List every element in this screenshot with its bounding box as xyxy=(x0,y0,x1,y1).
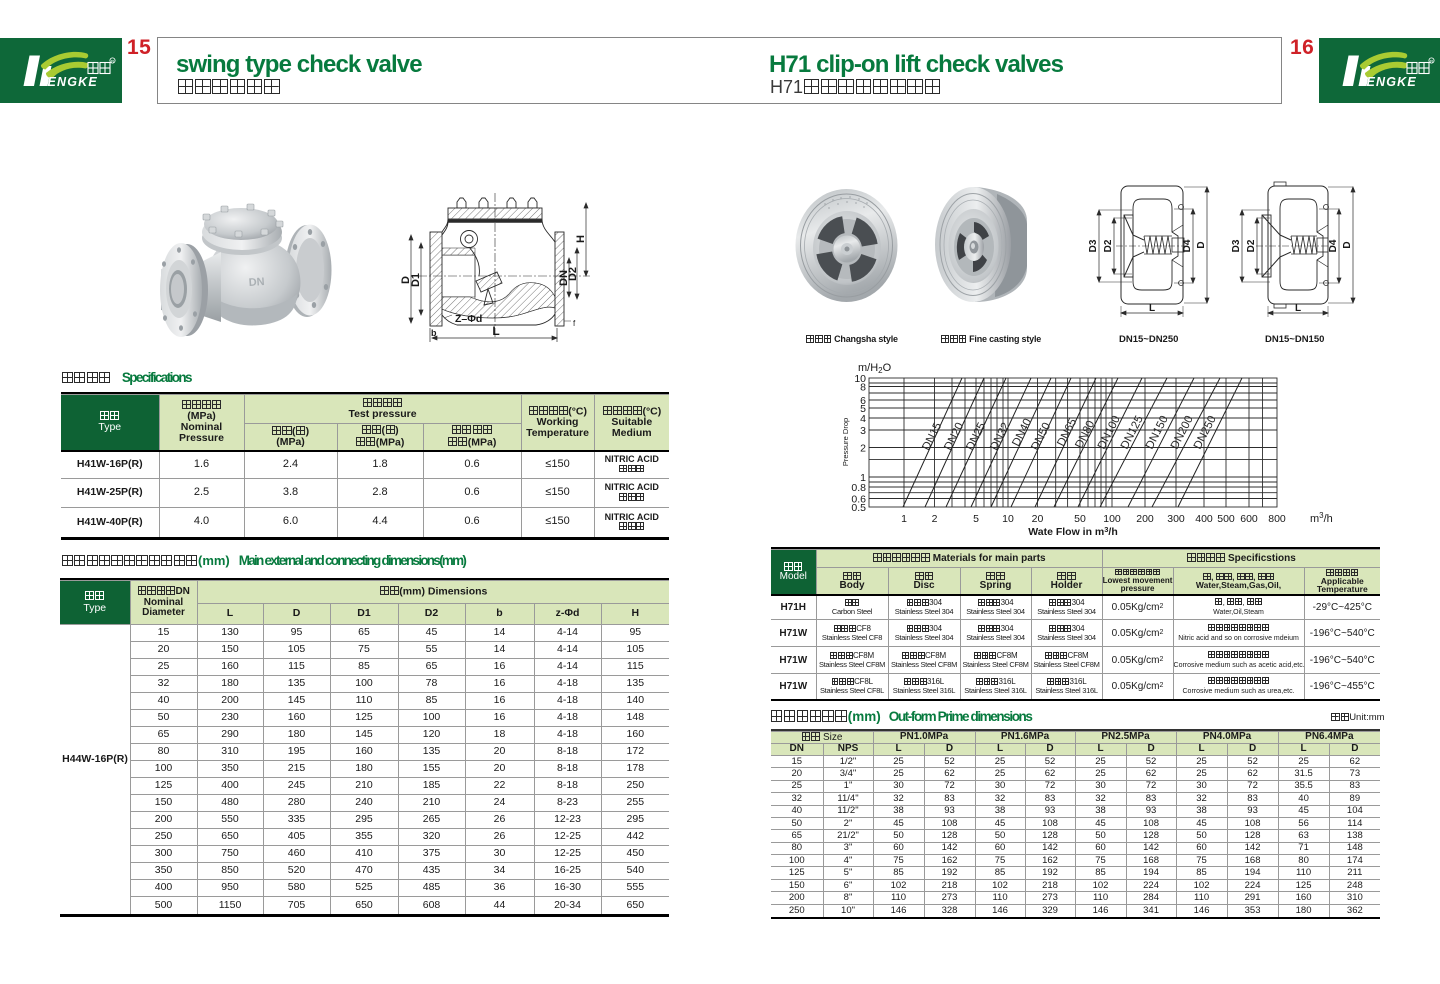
svg-text:ENGKE: ENGKE xyxy=(48,75,98,89)
svg-text:L: L xyxy=(1149,303,1155,314)
svg-text:6: 6 xyxy=(860,395,866,407)
svg-text:b: b xyxy=(431,328,437,338)
svg-text:Z–Φd: Z–Φd xyxy=(455,313,482,325)
svg-text:500: 500 xyxy=(1217,513,1235,525)
svg-text:600: 600 xyxy=(1240,513,1258,525)
svg-text:5: 5 xyxy=(860,403,866,415)
svg-text:DN150: DN150 xyxy=(1144,414,1171,451)
svg-text:DN125: DN125 xyxy=(1119,414,1146,451)
svg-text:DN: DN xyxy=(248,276,265,289)
svg-text:D3: D3 xyxy=(1088,239,1099,252)
svg-text:5: 5 xyxy=(973,513,979,525)
svg-text:0.5: 0.5 xyxy=(851,502,866,514)
svg-text:D: D xyxy=(1342,241,1353,248)
svg-text:Wate Flow in m3/h: Wate Flow in m3/h xyxy=(1028,525,1118,538)
svg-text:D4: D4 xyxy=(1182,239,1193,252)
svg-text:8: 8 xyxy=(860,382,866,394)
svg-text:DN: DN xyxy=(558,270,570,286)
svg-text:D: D xyxy=(400,276,412,284)
svg-text:400: 400 xyxy=(1195,513,1213,525)
svg-text:D: D xyxy=(1196,241,1207,248)
svg-text:D2: D2 xyxy=(567,267,579,281)
svg-text:4: 4 xyxy=(860,413,866,425)
svg-text:10: 10 xyxy=(854,373,866,385)
svg-text:50: 50 xyxy=(1074,513,1086,525)
svg-text:D1: D1 xyxy=(410,273,422,287)
svg-text:L: L xyxy=(1295,303,1301,314)
svg-text:2: 2 xyxy=(932,513,938,525)
svg-text:R: R xyxy=(1430,59,1434,64)
svg-text:800: 800 xyxy=(1268,513,1286,525)
svg-text:20: 20 xyxy=(1032,513,1044,525)
svg-text:200: 200 xyxy=(1136,513,1154,525)
svg-text:ENGKE: ENGKE xyxy=(1367,75,1417,89)
svg-text:300: 300 xyxy=(1167,513,1185,525)
svg-text:D4: D4 xyxy=(1328,239,1339,252)
svg-text:10: 10 xyxy=(1002,513,1014,525)
svg-text:m/H2O: m/H2O xyxy=(858,362,892,375)
svg-text:1: 1 xyxy=(901,513,907,525)
svg-text:0.6: 0.6 xyxy=(851,494,866,506)
svg-text:f: f xyxy=(573,319,576,328)
svg-text:3: 3 xyxy=(860,425,866,437)
svg-text:L: L xyxy=(492,324,499,338)
svg-text:2: 2 xyxy=(860,443,866,455)
svg-text:100: 100 xyxy=(1103,513,1121,525)
svg-text:0.8: 0.8 xyxy=(851,482,866,494)
svg-text:Pressure Drop: Pressure Drop xyxy=(841,418,850,466)
svg-text:1: 1 xyxy=(860,472,866,484)
svg-text:D3: D3 xyxy=(1232,239,1242,252)
svg-text:D2: D2 xyxy=(1103,239,1114,252)
svg-text:D2: D2 xyxy=(1246,239,1257,252)
svg-text:m3/h: m3/h xyxy=(1310,511,1333,525)
svg-text:H: H xyxy=(575,235,587,243)
svg-text:R: R xyxy=(111,59,115,64)
